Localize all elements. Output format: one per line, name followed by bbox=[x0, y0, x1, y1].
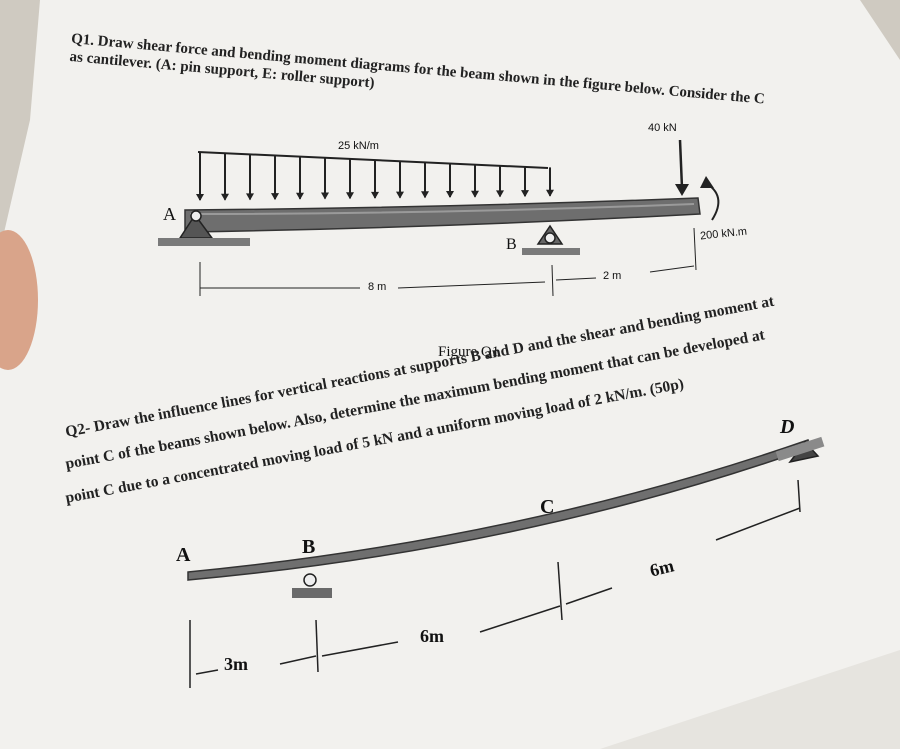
label-B-q2: B bbox=[302, 536, 316, 558]
span-BC-label: 2 m bbox=[603, 270, 622, 282]
figure-q1 bbox=[158, 139, 720, 297]
dim-line-BC bbox=[555, 277, 597, 281]
udl-arrowhead bbox=[271, 193, 279, 201]
udl-arrowhead bbox=[221, 193, 229, 201]
udl-arrow-group bbox=[196, 152, 554, 201]
dim-line-BC-q2 bbox=[321, 641, 399, 657]
dim-line-CD-q2 bbox=[565, 587, 613, 605]
paper-shade bbox=[600, 650, 900, 749]
udl-arrowhead bbox=[446, 191, 454, 198]
udl-arrowhead bbox=[296, 192, 304, 200]
distributed-load-arrows bbox=[197, 151, 549, 169]
thumb bbox=[0, 230, 38, 370]
udl-arrowhead bbox=[546, 189, 554, 197]
ground-A bbox=[158, 238, 250, 246]
udl-arrowhead bbox=[496, 190, 504, 198]
udl-arrowhead bbox=[321, 192, 329, 200]
udl-arrowhead bbox=[371, 191, 379, 199]
label-A-q1: A bbox=[163, 204, 176, 224]
span-AB-label-q2: 3m bbox=[224, 654, 248, 674]
udl-arrowhead bbox=[521, 190, 529, 198]
udl-arrowhead bbox=[346, 192, 354, 200]
span-BC-label-q2: 6m bbox=[420, 626, 444, 646]
udl-arrowhead bbox=[396, 191, 404, 199]
figure-q1-caption: Figure Q1 bbox=[438, 344, 500, 360]
span-AB-label: 8 m bbox=[368, 281, 387, 293]
label-C-q2: C bbox=[540, 496, 555, 518]
label-D-q2: D bbox=[780, 416, 795, 438]
distributed-load-label: 25 kN/m bbox=[338, 140, 379, 152]
roller-support-B-q2 bbox=[303, 573, 317, 587]
dim-line-AB-q2 bbox=[195, 669, 219, 675]
beam-q1 bbox=[184, 197, 701, 233]
point-load-arrow bbox=[678, 139, 684, 189]
label-B-q1: B bbox=[506, 236, 517, 253]
figure-q2 bbox=[187, 436, 825, 688]
udl-arrowhead bbox=[246, 193, 254, 201]
label-A-q2: A bbox=[176, 544, 191, 566]
udl-arrowhead bbox=[196, 194, 204, 201]
udl-arrowhead bbox=[421, 191, 429, 199]
ground-B bbox=[522, 248, 580, 255]
udl-arrowhead bbox=[471, 190, 479, 198]
point-load-label: 40 kN bbox=[648, 122, 677, 134]
